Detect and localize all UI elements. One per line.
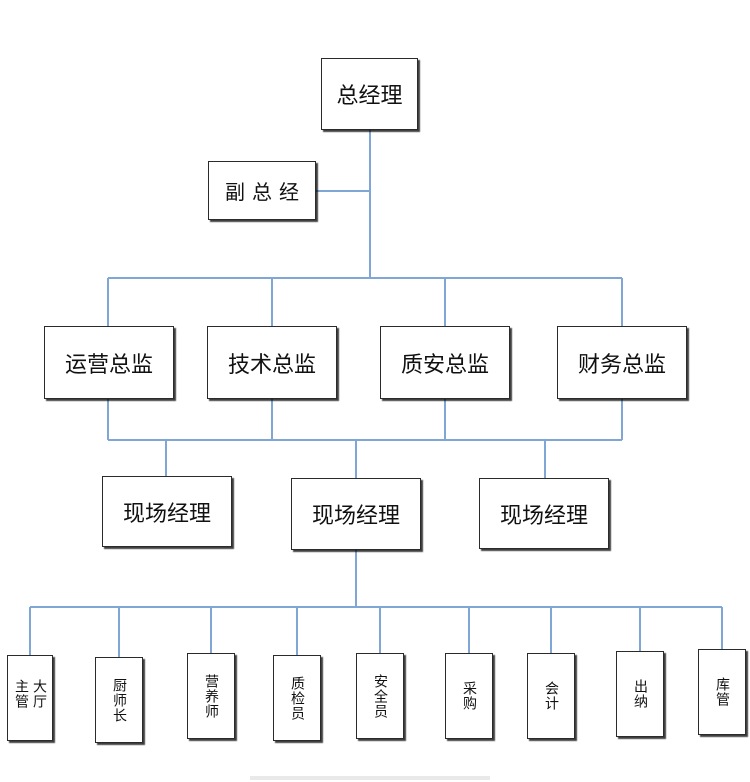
staff-label: 安全员 <box>372 673 388 719</box>
site-manager-box-left: 现场经理 <box>102 476 232 547</box>
director-box-technical: 技术总监 <box>207 326 337 399</box>
deputy-label: 副总经 <box>225 180 306 204</box>
staff-box-nutritionist: 营养师 <box>187 653 235 739</box>
staff-label: 营养师 <box>203 673 219 719</box>
staff-box-head-chef: 厨师长 <box>95 657 143 743</box>
staff-box-purchasing: 采购 <box>445 653 493 739</box>
director-label: 质安总监 <box>400 352 489 378</box>
director-box-quality-safety: 质安总监 <box>380 326 510 399</box>
staff-label: 会计 <box>543 681 559 711</box>
ceo-label: 总经理 <box>336 84 403 109</box>
site-manager-label: 现场经理 <box>122 501 211 527</box>
director-box-finance: 财务总监 <box>557 326 687 399</box>
staff-label: 出纳 <box>632 679 648 709</box>
staff-box-warehouse-keeper: 库管 <box>698 649 746 735</box>
staff-box-lobby-supervisor: 大厅主管 <box>7 655 53 741</box>
director-label: 财务总监 <box>577 352 666 378</box>
bottom-scrollbar[interactable] <box>250 776 490 780</box>
site-manager-box-right: 现场经理 <box>479 478 609 549</box>
deputy-box: 副总经 <box>208 161 316 220</box>
site-manager-label: 现场经理 <box>499 503 588 529</box>
staff-label: 大厅主管 <box>13 679 47 709</box>
staff-label: 库管 <box>714 677 730 707</box>
site-manager-label: 现场经理 <box>311 504 400 529</box>
staff-box-safety-officer: 安全员 <box>356 653 404 739</box>
staff-box-accountant: 会计 <box>527 653 575 739</box>
staff-label: 厨师长 <box>111 677 127 723</box>
ceo-box: 总经理 <box>321 58 418 130</box>
staff-box-cashier: 出纳 <box>616 651 664 737</box>
site-manager-box-center: 现场经理 <box>291 478 421 550</box>
director-box-operations: 运营总监 <box>44 326 174 399</box>
director-label: 技术总监 <box>227 352 316 378</box>
staff-box-quality-inspector: 质检员 <box>273 655 321 741</box>
director-label: 运营总监 <box>64 352 153 378</box>
staff-label: 采购 <box>461 681 477 711</box>
staff-label: 质检员 <box>289 675 305 721</box>
